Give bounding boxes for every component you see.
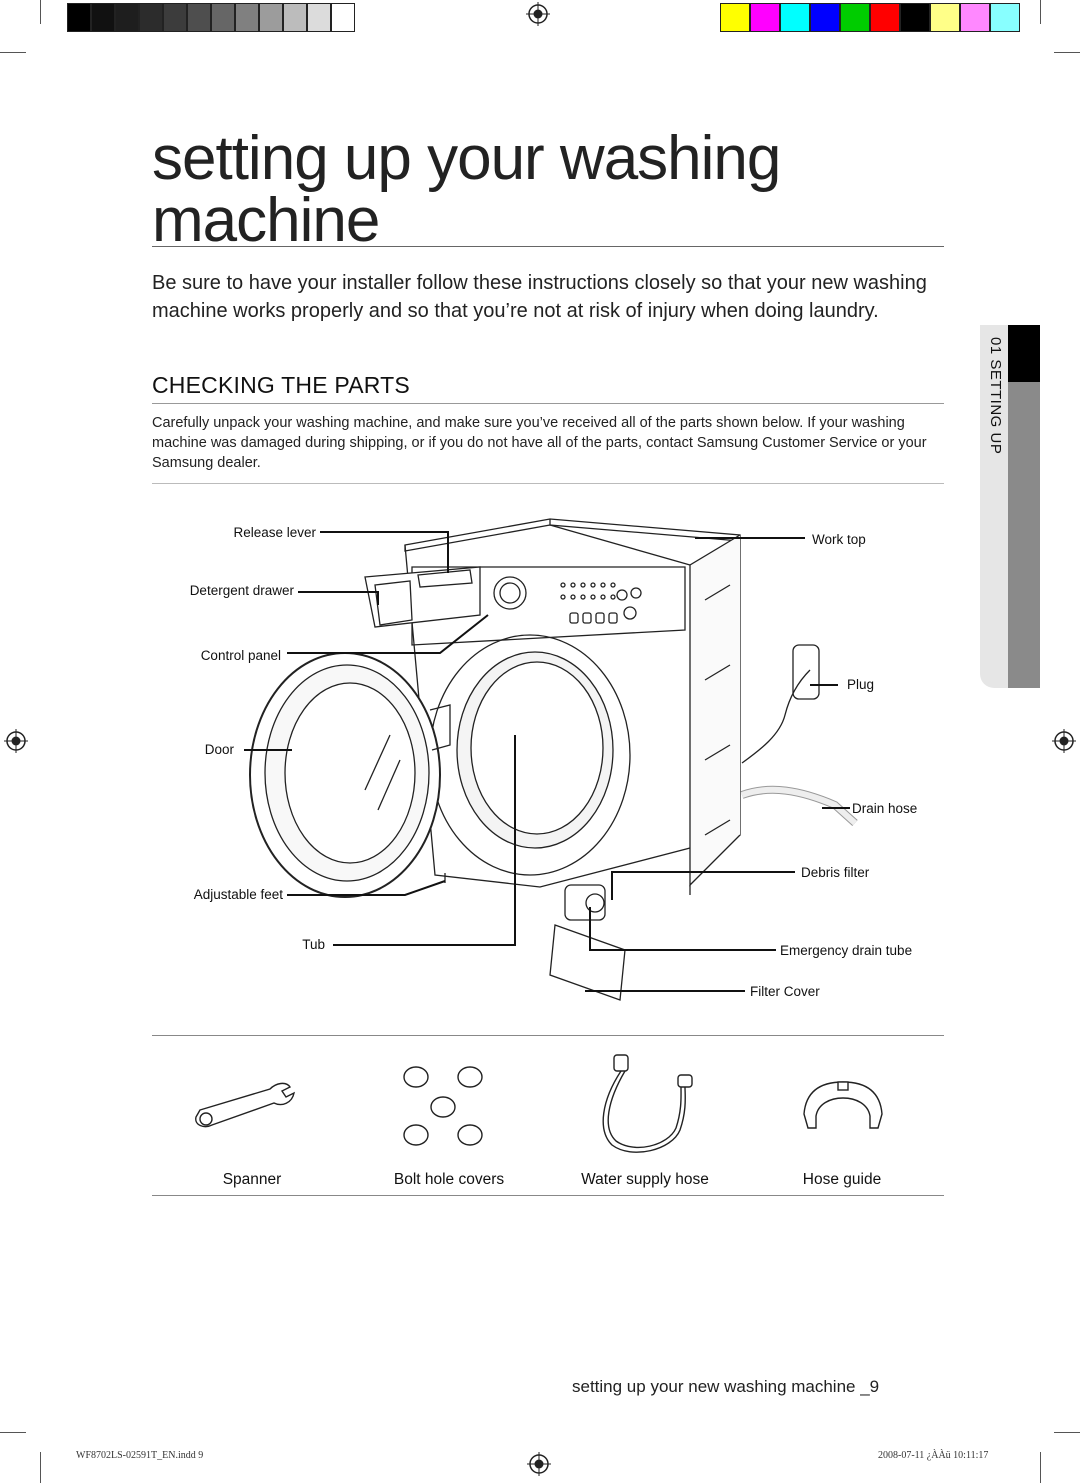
calibration-swatch bbox=[67, 3, 91, 32]
calibration-swatch bbox=[139, 3, 163, 32]
accessory-label-water-supply-hose: Water supply hose bbox=[581, 1171, 709, 1188]
title-divider bbox=[152, 246, 944, 247]
callout-debris-filter: Debris filter bbox=[801, 865, 870, 880]
side-tab-background bbox=[980, 325, 1008, 688]
accessory-label-bolt-hole-covers: Bolt hole covers bbox=[393, 1171, 505, 1188]
registration-mark-icon bbox=[527, 1452, 551, 1476]
callout-control-panel: Control panel bbox=[201, 648, 281, 663]
registration-mark-icon bbox=[1052, 729, 1076, 753]
calibration-swatch bbox=[115, 3, 139, 32]
bolt-hole-covers-icon bbox=[403, 1066, 483, 1146]
page-footer: setting up your new washing machine _9 bbox=[572, 1377, 880, 1396]
calibration-swatch bbox=[900, 3, 930, 32]
calibration-swatch bbox=[930, 3, 960, 32]
washing-machine-diagram: Release lever Detergent drawer Control p… bbox=[190, 518, 917, 1001]
crop-mark bbox=[1054, 52, 1080, 53]
calibration-swatch bbox=[259, 3, 283, 32]
calibration-swatch bbox=[163, 3, 187, 32]
crop-mark bbox=[1040, 0, 1041, 24]
registration-mark-icon bbox=[4, 729, 28, 753]
calibration-swatch bbox=[720, 3, 750, 32]
accessories-top-divider bbox=[152, 1035, 944, 1036]
side-tab-bar bbox=[1008, 382, 1040, 688]
registration-mark-icon bbox=[526, 2, 550, 26]
callout-plug: Plug bbox=[847, 677, 874, 692]
callout-adjustable-feet: Adjustable feet bbox=[194, 887, 284, 902]
calibration-swatch bbox=[750, 3, 780, 32]
water-supply-hose-icon bbox=[602, 1054, 693, 1153]
callout-emergency-drain-tube: Emergency drain tube bbox=[780, 943, 912, 958]
callout-drain-hose: Drain hose bbox=[852, 801, 917, 816]
calibration-swatch bbox=[780, 3, 810, 32]
crop-mark bbox=[0, 52, 26, 53]
calibration-swatch bbox=[307, 3, 331, 32]
spanner-icon bbox=[195, 1082, 295, 1128]
callout-door: Door bbox=[205, 742, 235, 757]
crop-mark bbox=[40, 1452, 41, 1483]
calibration-swatch bbox=[840, 3, 870, 32]
print-slug-file: WF8702LS-02591T_EN.indd 9 bbox=[76, 1450, 204, 1461]
callout-tub: Tub bbox=[302, 937, 325, 952]
calibration-swatch bbox=[870, 3, 900, 32]
crop-mark bbox=[1040, 1452, 1041, 1483]
intro-paragraph: Be sure to have your installer follow th… bbox=[152, 272, 927, 322]
calibration-swatch bbox=[331, 3, 355, 32]
crop-mark bbox=[0, 1432, 26, 1433]
print-slug-date: 2008-07-11 ¿ÀÀü 10:11:17 bbox=[878, 1450, 989, 1461]
calibration-swatch bbox=[235, 3, 259, 32]
section-bottom-divider bbox=[152, 483, 944, 484]
hose-guide-icon bbox=[803, 1081, 883, 1129]
accessory-label-hose-guide: Hose guide bbox=[802, 1171, 882, 1188]
callout-release-lever: Release lever bbox=[233, 525, 316, 540]
crop-mark bbox=[1054, 1432, 1080, 1433]
accessories-bottom-divider bbox=[152, 1195, 944, 1196]
side-tab-label: 01 SETTING UP bbox=[987, 337, 1004, 455]
accessory-label-spanner: Spanner bbox=[222, 1171, 282, 1188]
side-tab: 01 SETTING UP bbox=[980, 325, 1008, 688]
side-tab-marker bbox=[1008, 325, 1040, 382]
calibration-swatch bbox=[91, 3, 115, 32]
page-title: setting up your washing machine bbox=[152, 124, 781, 255]
callout-detergent-drawer: Detergent drawer bbox=[190, 583, 295, 598]
calibration-swatch bbox=[187, 3, 211, 32]
calibration-swatch bbox=[990, 3, 1020, 32]
section-body: Carefully unpack your washing machine, a… bbox=[152, 415, 927, 471]
calibration-swatch bbox=[960, 3, 990, 32]
section-heading: CHECKING THE PARTS bbox=[152, 372, 410, 398]
crop-mark bbox=[40, 0, 41, 24]
section-divider bbox=[152, 403, 944, 404]
callout-work-top: Work top bbox=[812, 532, 866, 547]
calibration-swatch bbox=[211, 3, 235, 32]
calibration-swatch bbox=[283, 3, 307, 32]
callout-filter-cover: Filter Cover bbox=[750, 984, 820, 999]
calibration-swatch bbox=[810, 3, 840, 32]
